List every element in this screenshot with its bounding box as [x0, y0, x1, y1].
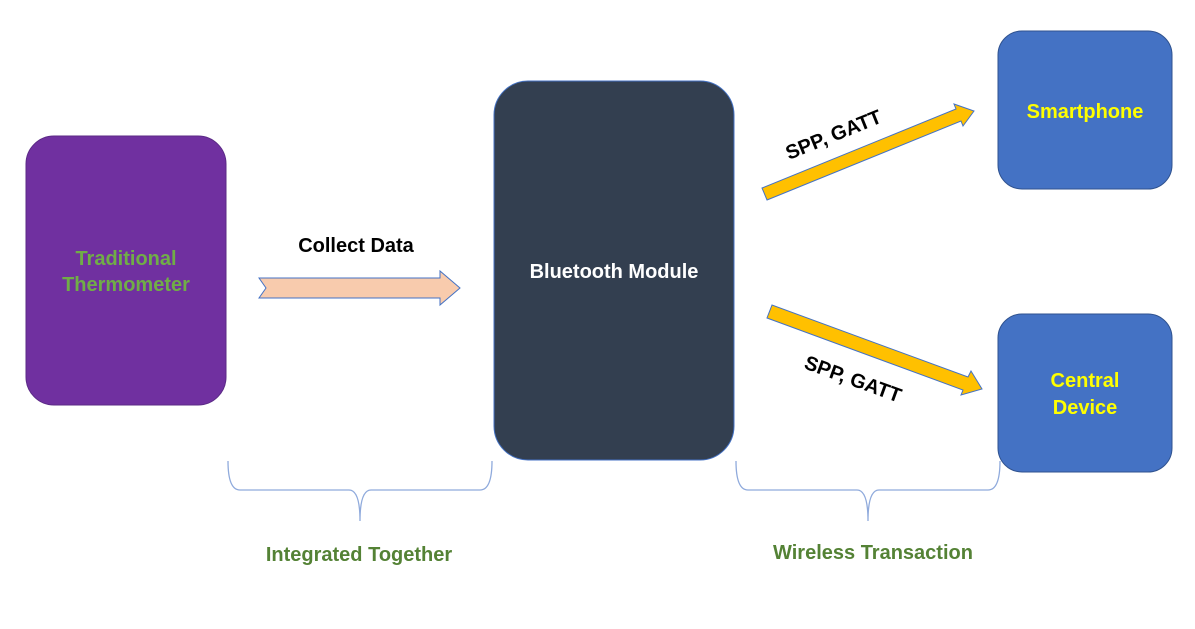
central-device-label-line1: Central [1051, 370, 1120, 392]
thermometer-label-line1: Traditional [75, 248, 176, 270]
collect-data-arrow [258, 269, 461, 307]
central-arrow [766, 304, 983, 396]
wireless-brace [735, 460, 1001, 522]
central-device-label-line2: Device [1053, 397, 1118, 419]
thermometer-node: Traditional Thermometer [25, 135, 227, 406]
bluetooth-module-node: Bluetooth Module [493, 80, 735, 461]
wireless-group: Wireless Transaction [735, 460, 1001, 564]
central-device-box [997, 313, 1173, 473]
integrated-label: Integrated Together [266, 544, 453, 566]
smartphone-label: Smartphone [1027, 101, 1144, 123]
thermometer-box [25, 135, 227, 406]
smartphone-arrow [761, 103, 975, 201]
wireless-label: Wireless Transaction [773, 542, 973, 564]
integrated-brace [227, 460, 493, 522]
thermometer-label-line2: Thermometer [62, 274, 190, 296]
bluetooth-module-label: Bluetooth Module [530, 261, 699, 283]
central-device-node: Central Device [997, 313, 1173, 473]
smartphone-node: Smartphone [997, 30, 1173, 190]
central-edge: SPP, GATT [766, 304, 983, 407]
integrated-group: Integrated Together [227, 460, 493, 566]
smartphone-edge: SPP, GATT [761, 103, 975, 201]
bluetooth-module-box [493, 80, 735, 461]
collect-data-edge: Collect Data [258, 235, 461, 307]
smartphone-box [997, 30, 1173, 190]
collect-data-label: Collect Data [298, 235, 414, 257]
